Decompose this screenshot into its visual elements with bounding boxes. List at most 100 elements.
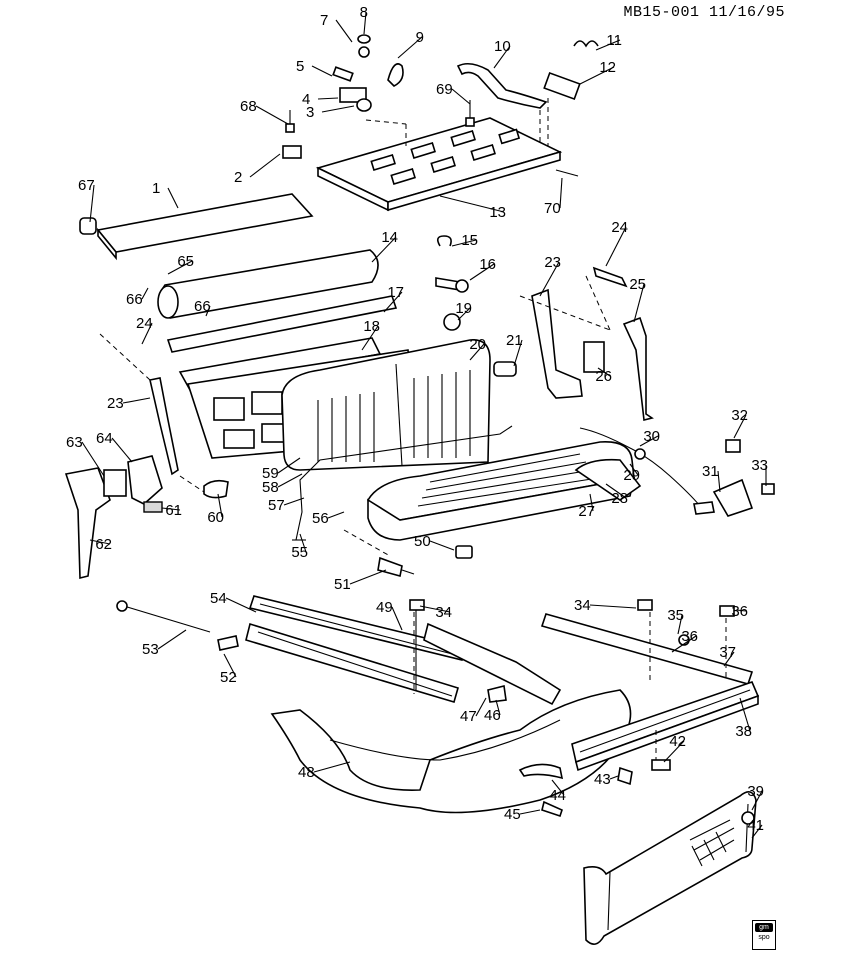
callout-52: 52 bbox=[220, 669, 237, 686]
leader-line bbox=[313, 761, 351, 773]
left-side-brackets bbox=[64, 377, 229, 580]
leader-line bbox=[89, 184, 95, 223]
callout-55: 55 bbox=[291, 544, 308, 561]
leader-line bbox=[493, 45, 511, 69]
callout-53: 53 bbox=[142, 641, 159, 658]
rods-and-bolts bbox=[116, 545, 735, 818]
diagram-id: MB15-001 bbox=[623, 4, 700, 21]
callout-67: 67 bbox=[78, 177, 95, 194]
leader-line bbox=[311, 65, 333, 77]
leader-line bbox=[589, 604, 637, 609]
callout-5: 5 bbox=[296, 58, 304, 75]
callout-19: 19 bbox=[455, 300, 472, 317]
leader-line bbox=[579, 66, 615, 85]
leader-line bbox=[595, 39, 621, 51]
callout-10: 10 bbox=[494, 38, 511, 55]
diagram-date: 11/16/95 bbox=[708, 4, 785, 21]
callout-36: 36 bbox=[731, 603, 748, 620]
leader-line bbox=[469, 263, 495, 281]
roll-cover bbox=[157, 249, 379, 319]
leader-line bbox=[751, 790, 763, 811]
callout-24: 24 bbox=[136, 315, 153, 332]
leader-line bbox=[495, 699, 501, 716]
leader-line bbox=[629, 463, 639, 476]
release-cable bbox=[579, 427, 775, 517]
callout-28: 28 bbox=[611, 490, 628, 507]
callout-16: 16 bbox=[479, 256, 496, 273]
callout-32: 32 bbox=[731, 407, 748, 424]
callout-38: 38 bbox=[735, 723, 752, 740]
callout-15: 15 bbox=[461, 232, 478, 249]
leader-line bbox=[283, 497, 305, 506]
leader-line bbox=[317, 97, 339, 100]
callout-4: 4 bbox=[302, 91, 310, 108]
leader-line bbox=[733, 414, 747, 439]
callout-58: 58 bbox=[262, 479, 279, 496]
leader-line bbox=[469, 343, 485, 361]
callout-18: 18 bbox=[363, 318, 380, 335]
callout-47: 47 bbox=[460, 708, 477, 725]
callout-63: 63 bbox=[66, 434, 83, 451]
callout-48: 48 bbox=[298, 764, 315, 781]
cargo-net bbox=[583, 791, 757, 945]
leader-line bbox=[111, 437, 133, 463]
leader-line bbox=[739, 697, 751, 732]
callout-65: 65 bbox=[177, 253, 194, 270]
callout-31: 31 bbox=[702, 463, 719, 480]
leader-line bbox=[539, 261, 560, 297]
callout-2: 2 bbox=[234, 169, 242, 186]
leader-line bbox=[457, 307, 471, 321]
leader-line bbox=[225, 597, 257, 613]
leader-line bbox=[605, 483, 627, 499]
callout-1: 1 bbox=[152, 180, 160, 197]
leader-line bbox=[639, 435, 659, 447]
leader-line bbox=[327, 511, 345, 519]
callout-leaders bbox=[81, 11, 767, 839]
leader-line bbox=[255, 105, 289, 125]
leader-line bbox=[751, 824, 763, 839]
callout-50: 50 bbox=[414, 533, 431, 550]
alignment-lines bbox=[99, 98, 727, 760]
leader-line bbox=[89, 539, 111, 545]
leader-line bbox=[451, 239, 477, 247]
leader-line bbox=[419, 605, 451, 613]
leader-line bbox=[217, 493, 223, 518]
callout-14: 14 bbox=[381, 229, 398, 246]
leader-line bbox=[519, 809, 541, 815]
leader-line bbox=[439, 195, 505, 213]
callout-57: 57 bbox=[268, 497, 285, 514]
callout-9: 9 bbox=[416, 29, 424, 46]
callout-17: 17 bbox=[387, 284, 404, 301]
callout-39: 39 bbox=[747, 783, 764, 800]
callout-35: 35 bbox=[667, 607, 684, 624]
leader-line bbox=[397, 36, 423, 59]
callout-46: 46 bbox=[484, 707, 501, 724]
seat-back-cushion bbox=[281, 339, 491, 471]
callout-49: 49 bbox=[376, 599, 393, 616]
callout-60: 60 bbox=[207, 509, 224, 526]
leader-line bbox=[321, 105, 355, 113]
callout-7: 7 bbox=[320, 12, 328, 29]
leader-line bbox=[349, 569, 387, 585]
callout-34: 34 bbox=[574, 597, 591, 614]
leader-line bbox=[671, 635, 697, 653]
right-side-brackets bbox=[435, 235, 654, 421]
callout-43: 43 bbox=[594, 771, 611, 788]
seat-tracks-right bbox=[518, 613, 760, 780]
callout-36: 36 bbox=[681, 628, 698, 645]
callout-66: 66 bbox=[126, 291, 143, 308]
seat-cushion bbox=[367, 441, 642, 541]
callout-66: 66 bbox=[194, 298, 211, 315]
cover-panel bbox=[79, 193, 314, 261]
callout-23: 23 bbox=[544, 254, 561, 271]
leader-line bbox=[609, 775, 619, 780]
leader-line bbox=[589, 493, 594, 512]
leader-line bbox=[157, 629, 187, 650]
leader-line bbox=[633, 283, 645, 323]
leader-line bbox=[335, 19, 353, 43]
callout-20: 20 bbox=[469, 336, 486, 353]
callout-26: 26 bbox=[595, 368, 612, 385]
